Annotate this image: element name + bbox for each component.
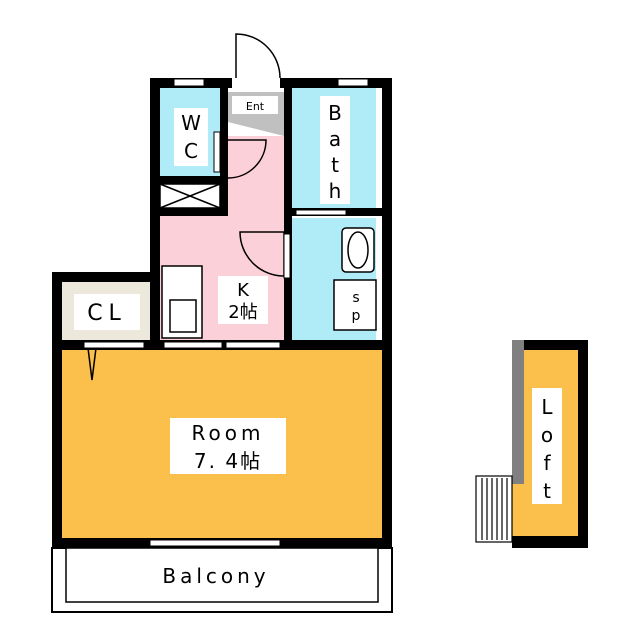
bath-letter-1: B xyxy=(328,101,342,125)
kitchen-label-line1: K xyxy=(237,280,250,301)
closet-label-text: CL xyxy=(87,301,127,326)
loft-letter-3: f xyxy=(543,451,551,475)
closet-label: CL xyxy=(74,294,140,330)
sp-letter-1: s xyxy=(352,290,359,306)
kitchen-label: K 2帖 xyxy=(218,276,268,324)
openings xyxy=(83,78,369,547)
loft-ladder-icon xyxy=(475,475,513,543)
kitchen-label-line2: 2帖 xyxy=(228,302,257,323)
loft-letter-1: L xyxy=(541,395,553,419)
wc-label-line1: W xyxy=(181,111,201,135)
room-label: Room 7. 4帖 xyxy=(170,418,286,474)
room-label-line1: Room xyxy=(192,421,265,445)
balcony-label: Balcony xyxy=(162,564,269,588)
bath-letter-4: h xyxy=(329,179,342,203)
bath-letter-2: a xyxy=(329,127,341,151)
wc-label-line2: C xyxy=(184,139,198,163)
balcony-inner xyxy=(65,547,379,603)
bath-label: B a t h xyxy=(320,96,350,204)
entrance-label-text: Ent xyxy=(246,100,265,113)
wc-label: W C xyxy=(174,108,208,166)
sp-letter-2: p xyxy=(352,308,361,324)
sp-label: s p xyxy=(344,286,368,326)
loft-walls xyxy=(512,340,588,548)
bath-letter-3: t xyxy=(331,153,339,177)
entrance-label: Ent xyxy=(232,96,278,114)
pipe-space xyxy=(159,183,221,209)
washbasin-icon xyxy=(341,227,375,273)
kitchen-sink-icon xyxy=(161,265,203,339)
room-label-line2: 7. 4帖 xyxy=(194,449,262,473)
bath-door-stripe xyxy=(283,233,291,279)
loft-low-wall xyxy=(512,340,524,484)
wc-window-stripe xyxy=(213,131,221,173)
loft-label: L o f t xyxy=(532,388,562,504)
loft-letter-2: o xyxy=(541,423,553,447)
loft-letter-4: t xyxy=(543,479,551,503)
